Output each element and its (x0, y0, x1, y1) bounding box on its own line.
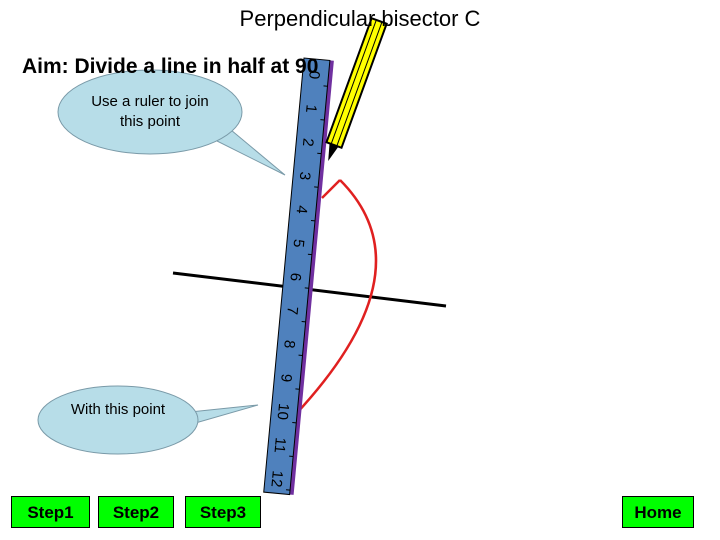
step1-button[interactable]: Step1 (11, 496, 90, 528)
callout-bottom-bubble (37, 385, 199, 455)
page-title: Perpendicular bisector C (239, 6, 481, 31)
callout-bottom-text: With this point (70, 401, 166, 418)
ruler-body (263, 57, 331, 496)
ruler-number: 2 (299, 137, 317, 147)
ruler-number: 10 (274, 402, 292, 420)
compass-arc-short (321, 179, 341, 199)
ruler-number: 8 (280, 339, 298, 349)
pencil (325, 16, 388, 161)
ruler-number: 11 (270, 437, 288, 454)
ruler-number: 0 (305, 70, 323, 80)
compass-arc (294, 179, 378, 416)
callout-top-text: Use a ruler to join this point (91, 93, 209, 130)
callout-bottom-pointer (189, 404, 259, 425)
ruler-number: 12 (267, 470, 285, 488)
step2-button[interactable]: Step2 (98, 496, 174, 528)
aim-text: Aim: Divide a line in half at 90 (22, 55, 319, 78)
ruler-number: 9 (277, 373, 295, 383)
pencil-stripe (330, 19, 377, 145)
ruler-number: 7 (283, 306, 301, 316)
ruler-number: 4 (293, 205, 311, 215)
pencil-stripe (336, 21, 383, 147)
home-button[interactable]: Home (622, 496, 694, 528)
ruler-number: 5 (290, 238, 308, 248)
ruler-number: 3 (296, 171, 314, 181)
ruler-number: 1 (302, 104, 320, 114)
pencil-tip (328, 142, 340, 161)
ruler-number: 6 (286, 272, 304, 282)
pencil-body (325, 16, 388, 150)
step3-button[interactable]: Step3 (185, 496, 261, 528)
callout-top-bubble (57, 69, 243, 155)
